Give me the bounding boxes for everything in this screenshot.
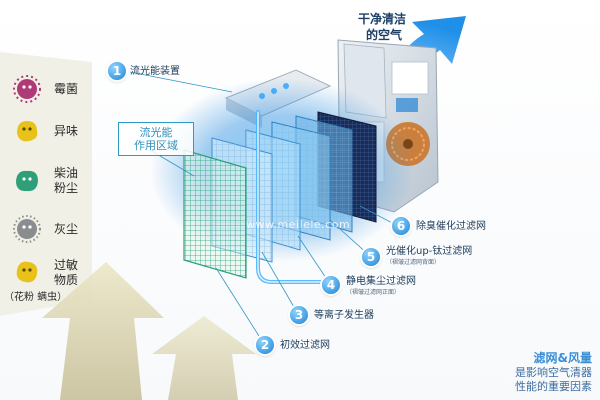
component-label-2: 初效过滤网 — [280, 340, 330, 351]
pollutant-label-allergen: 过敏 — [54, 258, 79, 272]
caption-line1: 是影响空气清器 — [515, 366, 592, 379]
caption-heading: 滤网&风量 — [533, 351, 592, 365]
dust-particle-icon — [13, 215, 41, 243]
incoming-air-arrow — [152, 316, 256, 400]
odor-blob-icon — [17, 121, 38, 142]
component-number-5: 5 — [362, 248, 380, 266]
component-note-5: （褶皱过滤网背面） — [386, 259, 441, 266]
caption-line2: 性能的重要因素 — [515, 380, 592, 393]
pollutant-label-odor: 异味 — [54, 124, 79, 138]
component-label-6: 除臭催化过滤网 — [416, 221, 486, 232]
mold-spore-icon — [13, 75, 41, 103]
component-label-3: 等离子发生器 — [314, 310, 374, 321]
allergen-icon — [16, 261, 38, 283]
pollutant-panel — [0, 52, 92, 316]
clean-air-title: 干净清洁 — [358, 12, 407, 26]
component-label-1: 流光能装置 — [130, 66, 180, 77]
component-label-5: 光催化up-钛过滤网 — [386, 246, 473, 257]
component-label-4: 静电集尘过滤网 — [346, 276, 416, 287]
zone-line2: 作用区域 — [134, 139, 178, 152]
component-note-4: （褶皱过滤网正面） — [346, 289, 401, 296]
pollutant-label-mold: 霉菌 — [54, 82, 79, 96]
pollutant-note-allergen: （花粉 螨虫） — [4, 292, 68, 303]
watermark: www.meilele.com — [246, 218, 351, 231]
pollutant-label-allergen-line2: 物质 — [54, 273, 79, 287]
zone-line1: 流光能 — [139, 126, 173, 139]
component-number-6: 6 — [392, 217, 410, 235]
diesel-dust-icon — [16, 170, 38, 192]
pollutant-label-diesel: 柴油 — [54, 166, 79, 180]
component-number-4: 4 — [322, 276, 340, 294]
clean-air-title-line2: 的空气 — [366, 28, 403, 42]
incoming-air-arrow — [42, 262, 164, 400]
component-number-1: 1 — [108, 62, 126, 80]
component-number-2: 2 — [256, 336, 274, 354]
light-energy-zone-box: 流光能 作用区域 — [118, 122, 194, 156]
component-number-3: 3 — [290, 306, 308, 324]
pollutant-label-dust-line2: 粉尘 — [54, 181, 79, 195]
pollutant-label-dust: 灰尘 — [54, 222, 79, 236]
